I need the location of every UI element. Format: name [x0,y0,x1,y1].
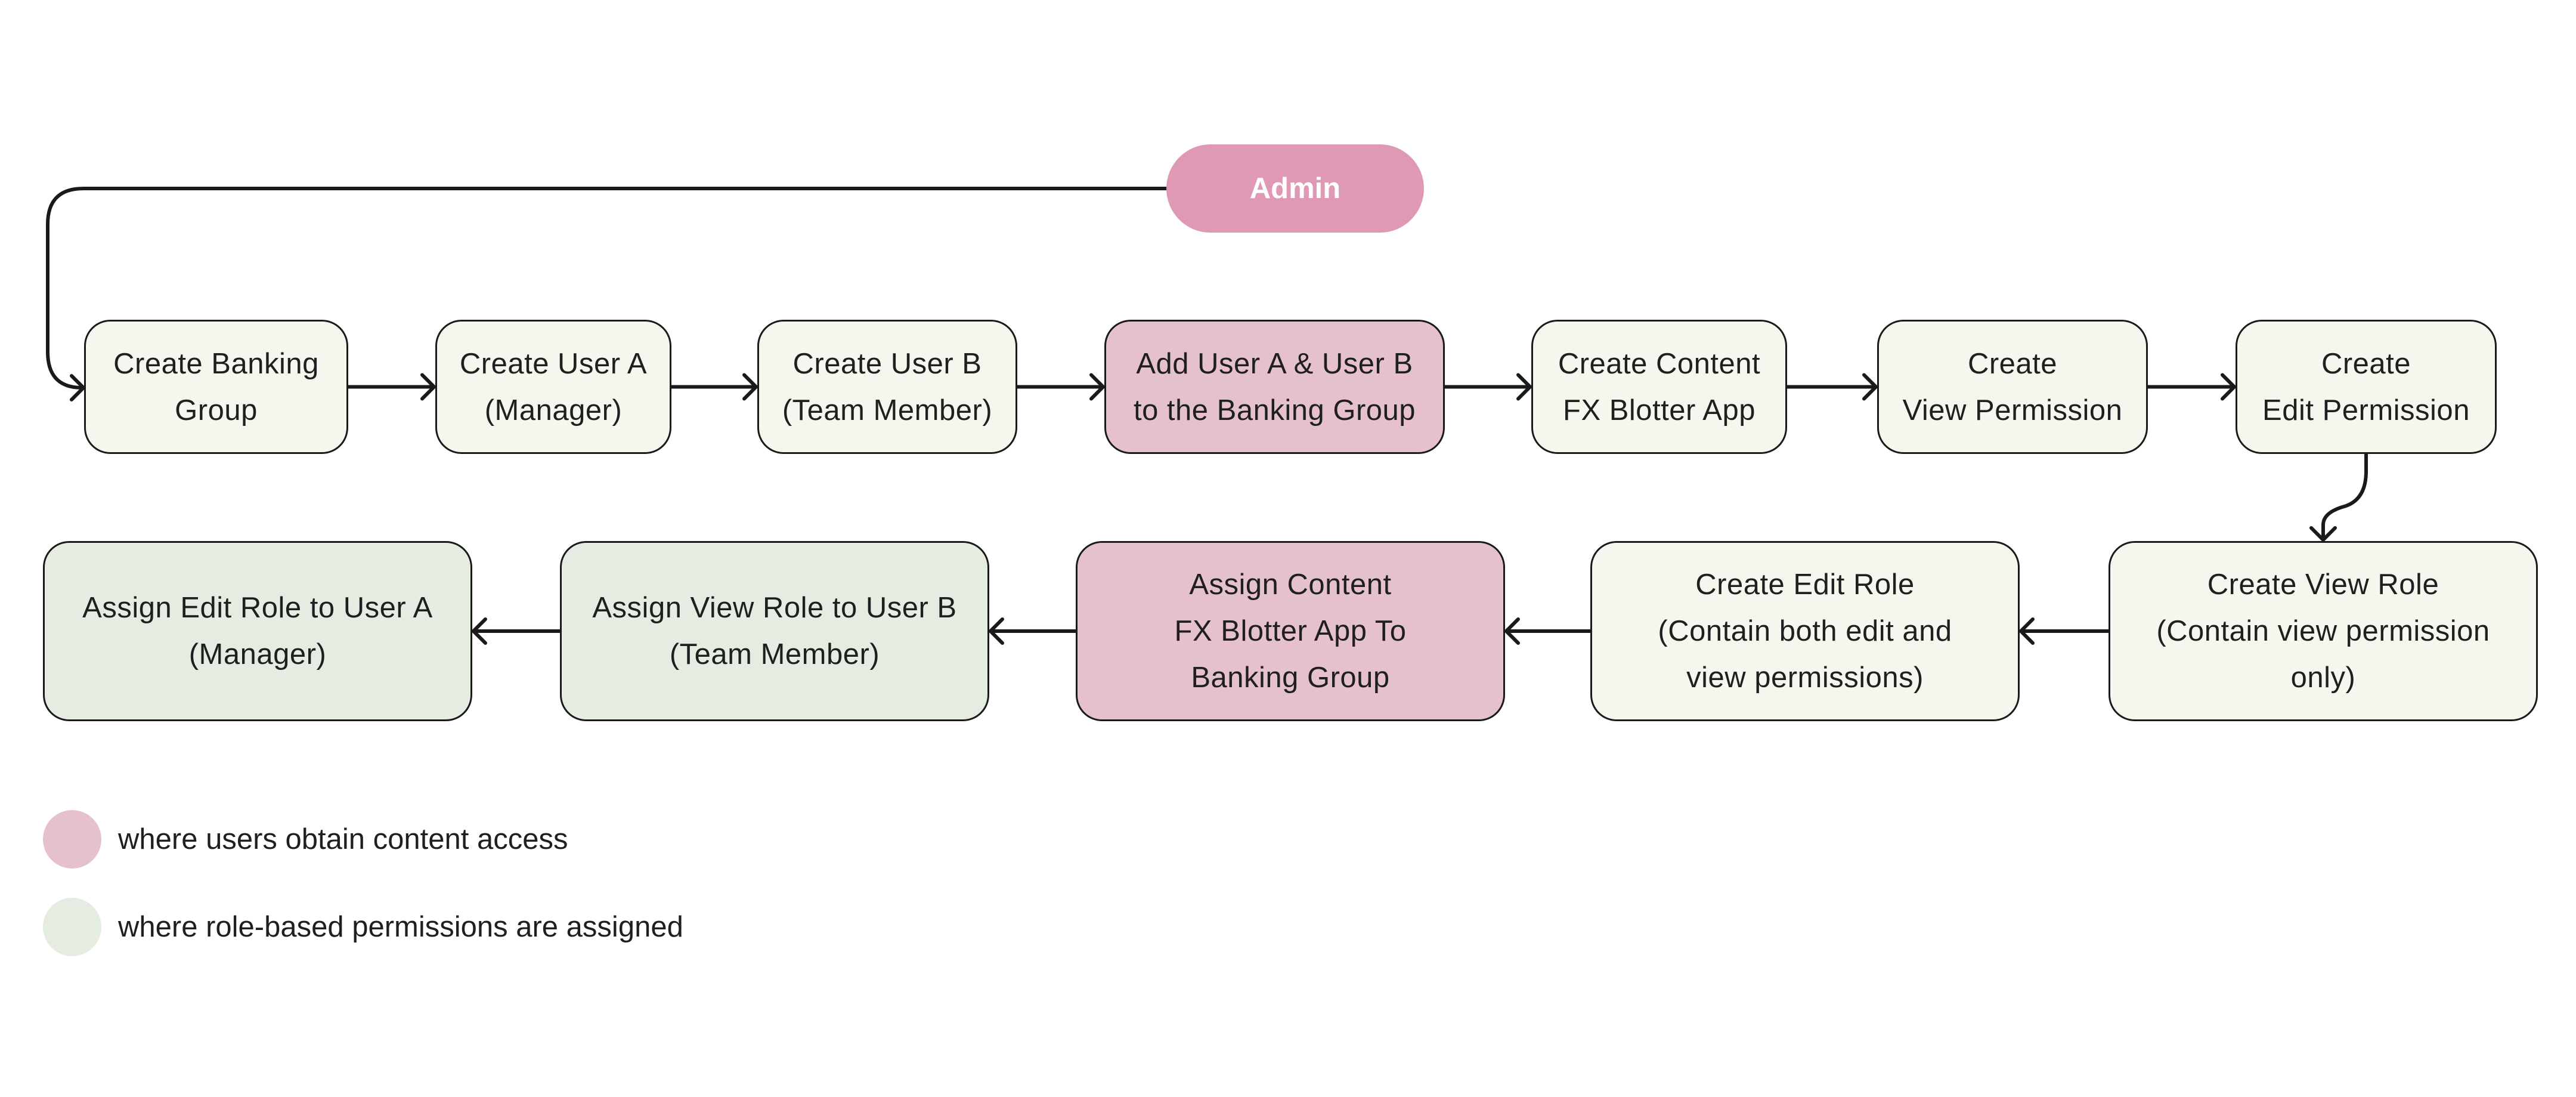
step-label-line: to the Banking Group [1133,394,1416,427]
step-label-line: (Manager) [484,394,623,427]
step-assign-edit-role: Assign Edit Role to User A (Manager) [43,541,472,721]
legend-item-content-access: where users obtain content access [43,810,568,869]
step-label-line: Create Banking [113,347,319,380]
arrowhead [472,617,487,645]
legend-item-role-permissions: where role-based permissions are assigne… [43,898,683,956]
step-label-line: (Team Member) [782,394,993,427]
step-label-line: Assign Content [1189,568,1392,601]
step-create-edit-role: Create Edit Role (Contain both edit and vi… [1590,541,2020,721]
step-add-users-to-group: Add User A & User B to the Banking Group [1104,320,1445,454]
step-label-line: Create User A [459,347,648,380]
step-label-line: only) [2290,662,2356,694]
connector-edit-permission-to-view-role [2321,452,2368,540]
arrowhead [2221,373,2236,401]
step-label-line: View Permission [1902,394,2123,427]
step-label-line: Create [1967,347,2058,380]
step-label-line: view permissions) [1686,662,1924,694]
step-label-line: (Contain view permission [2156,615,2490,647]
arrowhead [1089,373,1105,401]
step-assign-content: Assign Content FX Blotter App To Banking G… [1076,541,1505,721]
admin-node: Admin [1166,144,1424,233]
step-create-user-b: Create User B (Team Member) [757,320,1017,454]
arrowhead [1516,373,1532,401]
legend-label: where role-based permissions are assigne… [118,911,683,943]
admin-label: Admin [1249,172,1341,205]
step-label-line: Create Content [1558,347,1761,380]
step-assign-view-role: Assign View Role to User B (Team Member) [560,541,989,721]
step-label-line: FX Blotter App [1563,394,1755,427]
connector-admin-to-banking-group [46,187,1168,390]
legend-swatch-pink [43,810,101,869]
arrowhead [420,373,436,401]
step-label-line: Group [175,394,258,427]
step-label-line: Banking Group [1191,662,1390,694]
step-label-line: (Team Member) [669,638,880,670]
step-create-view-role: Create View Role (Contain view permission… [2109,541,2538,721]
step-label-line: Assign View Role to User B [592,592,957,624]
arrowhead [2019,617,2035,645]
arrowhead [1504,617,1520,645]
step-label-line: Create User B [792,347,982,380]
legend-swatch-green [43,898,101,956]
step-label-line: FX Blotter App To [1174,615,1407,647]
arrowhead [2309,526,2337,542]
step-create-user-a: Create User A (Manager) [435,320,671,454]
legend-label: where users obtain content access [118,823,568,855]
step-label-line: Add User A & User B [1136,347,1413,380]
step-label-line: Edit Permission [2262,394,2470,427]
step-label-line: (Contain both edit and [1658,615,1952,647]
arrowhead [1862,373,1878,401]
arrowhead [70,374,85,401]
arrowhead [989,617,1004,645]
step-create-content: Create Content FX Blotter App [1531,320,1787,454]
step-label-line: Create View Role [2207,568,2439,601]
step-label-line: Create Edit Role [1695,568,1915,601]
step-label-line: (Manager) [188,638,327,670]
step-label-line: Create [2321,347,2411,380]
step-label-line: Assign Edit Role to User A [82,592,433,624]
arrowhead [742,373,758,401]
